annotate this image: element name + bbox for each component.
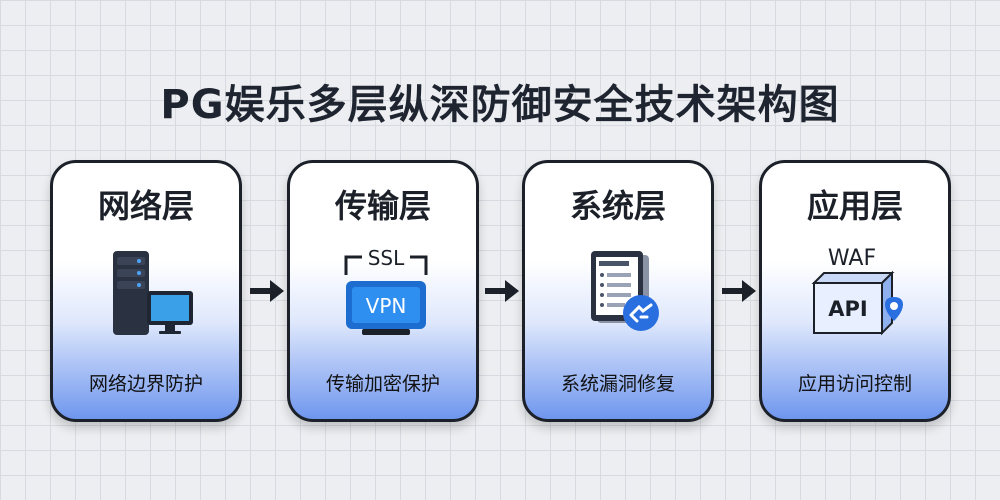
layer-card-transport: 传输层 SSL VPN 传输加密保护 [287, 160, 479, 422]
vpn-label: VPN [366, 294, 407, 318]
layer-title: 传输层 [334, 187, 431, 225]
ssl-vpn-icon: SSL VPN [344, 246, 428, 335]
api-label: API [828, 297, 867, 321]
layer-title: 网络层 [97, 187, 194, 225]
layer-title: 应用层 [806, 187, 903, 225]
arrow-right-icon [485, 280, 519, 302]
waf-api-icon: WAF API [811, 246, 903, 336]
layer-description: 应用访问控制 [797, 373, 912, 395]
ssl-label: SSL [368, 246, 405, 270]
document-repair-icon [591, 251, 659, 331]
arrow-right-icon [722, 280, 756, 302]
arrow-right-icon [250, 280, 284, 302]
server-monitor-icon [113, 251, 193, 335]
waf-label: WAF [828, 246, 876, 271]
layer-description: 系统漏洞修复 [560, 373, 675, 395]
layer-card-network: 网络层 网络边界防护 [50, 160, 242, 422]
layer-card-application: 应用层 WAF API 应用访问控制 [759, 160, 951, 422]
layer-description: 传输加密保护 [325, 373, 440, 395]
layer-description: 网络边界防护 [88, 373, 203, 395]
layer-title: 系统层 [569, 187, 666, 225]
diagram-title: PG娱乐多层纵深防御安全技术架构图 [160, 82, 840, 128]
layer-card-system: 系统层 系统漏洞修复 [522, 160, 714, 422]
